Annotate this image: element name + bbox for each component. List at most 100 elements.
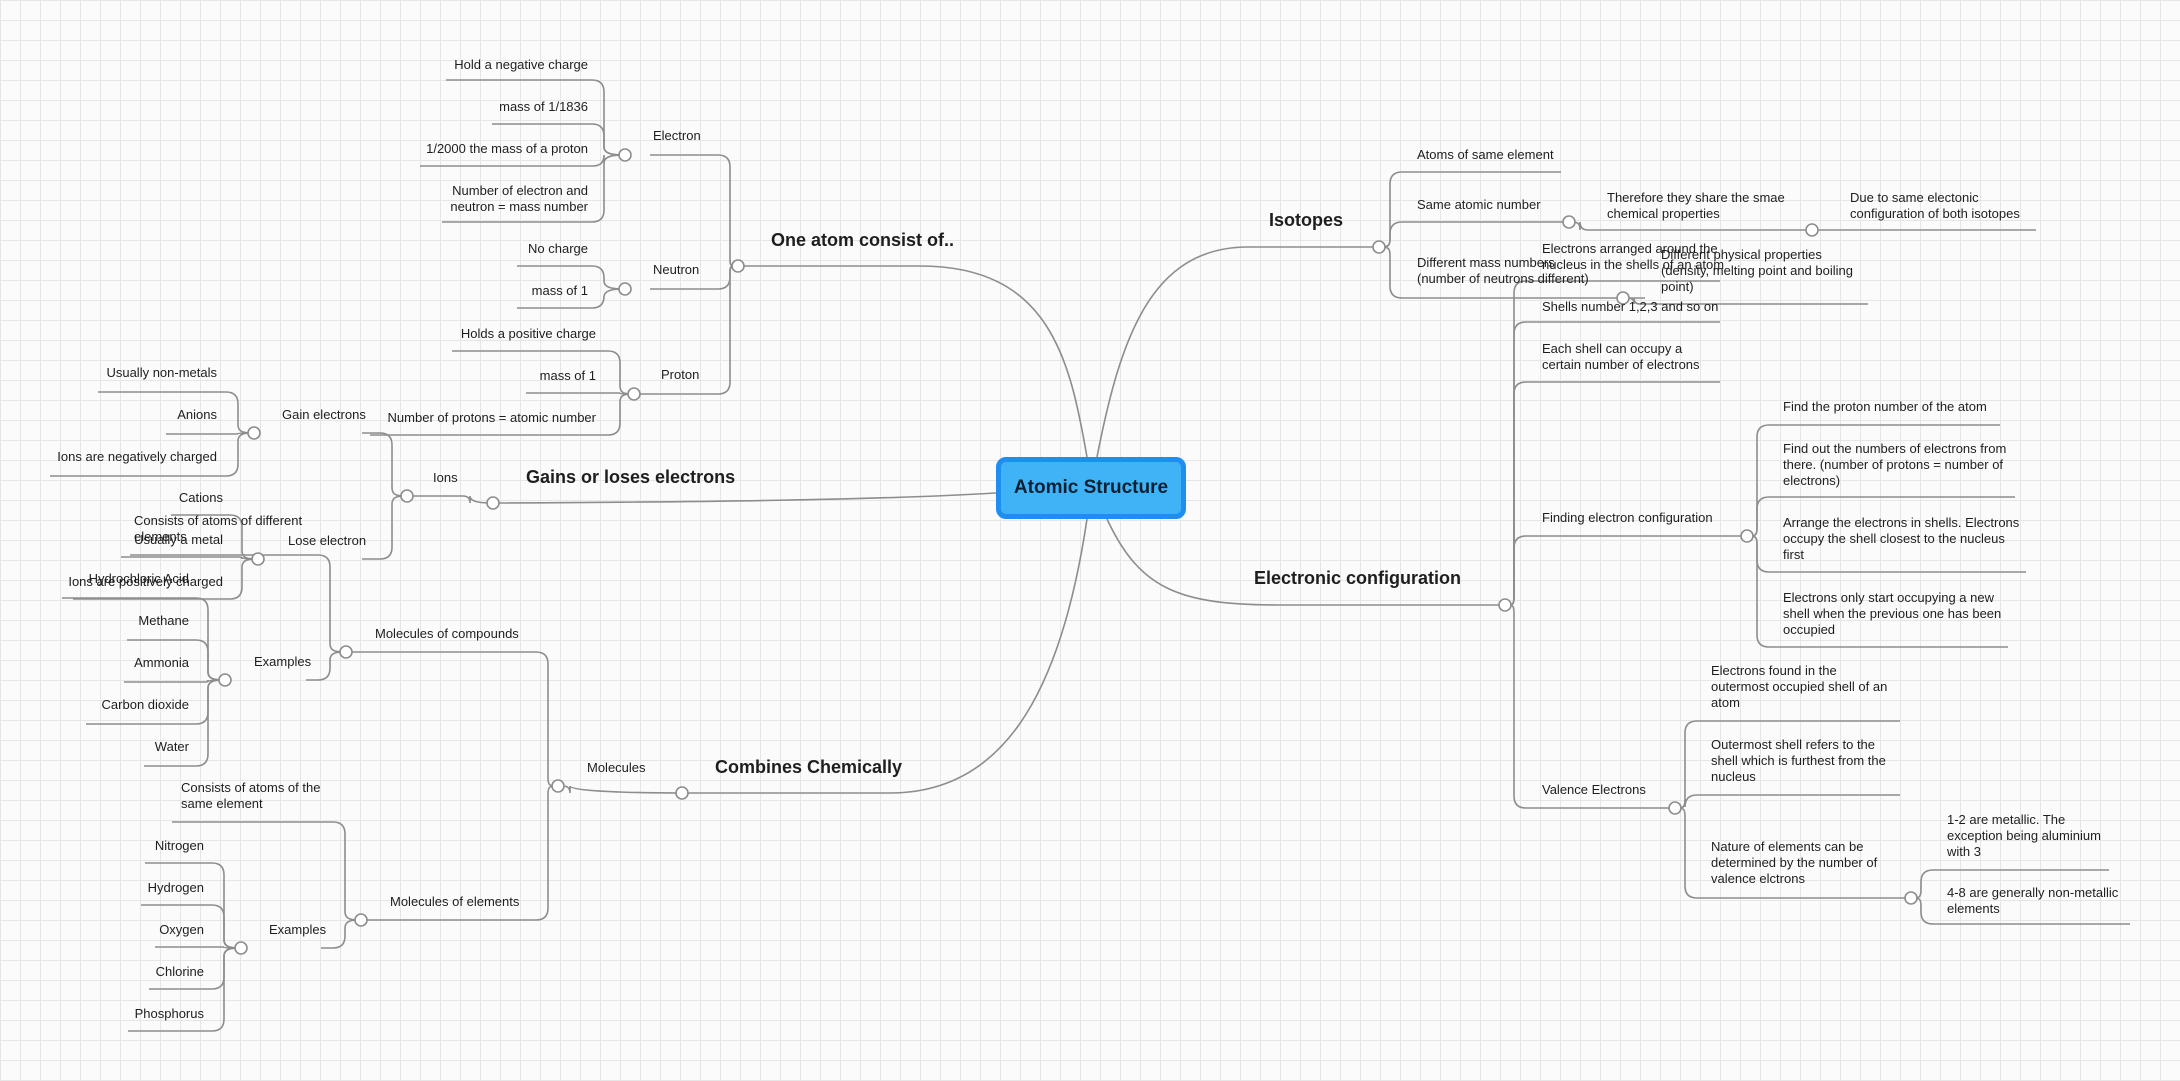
config-item[interactable]: Electrons arranged around the nucleus in… <box>1542 241 1725 272</box>
edge-chem <box>682 518 1088 794</box>
branch-isotopes-title[interactable]: Isotopes <box>1269 210 1344 230</box>
to-gain <box>362 432 408 497</box>
electron-item[interactable]: Number of electron and neutron = mass nu… <box>450 183 588 214</box>
valence-item[interactable]: Electrons found in the outermost occupie… <box>1711 663 1888 710</box>
to-electron <box>650 154 739 267</box>
branch-knob[interactable] <box>1372 240 1386 254</box>
branch-knob[interactable] <box>1668 801 1682 815</box>
branch-knob[interactable] <box>339 645 353 659</box>
lose-item[interactable]: Usually a metal <box>134 532 223 547</box>
gain-child <box>98 391 255 434</box>
neutron-label[interactable]: Neutron <box>653 262 700 277</box>
isotope-item[interactable]: Same atomic number <box>1417 197 1541 212</box>
branch-knob[interactable] <box>1562 215 1576 229</box>
branch-knob[interactable] <box>247 426 261 440</box>
compound-example[interactable]: Ammonia <box>134 655 189 670</box>
isotope-same-props-reason[interactable]: Due to same electonic configuration of b… <box>1850 190 2020 221</box>
branch-knob[interactable] <box>618 148 632 162</box>
branch-knob[interactable] <box>627 387 641 401</box>
isotope-diff-props[interactable]: Different physical properties (density, … <box>1661 247 1853 294</box>
gain-electrons-label[interactable]: Gain electrons <box>282 407 366 422</box>
valence-item[interactable]: Nature of elements can be determined by … <box>1711 839 1878 886</box>
lose-child <box>73 558 259 600</box>
branch-ions-title[interactable]: Gains or loses electrons <box>526 467 736 487</box>
isotope-same-props[interactable]: Therefore they share the smae chemical p… <box>1607 190 1785 221</box>
branch-knob[interactable] <box>251 552 265 566</box>
proton-item[interactable]: Holds a positive charge <box>460 326 596 341</box>
central-topic[interactable]: Atomic Structure <box>996 457 1186 519</box>
branch-knob[interactable] <box>1616 291 1630 305</box>
branch-knob[interactable] <box>218 673 232 687</box>
to-lose <box>362 495 408 560</box>
config-item[interactable]: Each shell can occupy a certain number o… <box>1542 341 1700 372</box>
finding-item[interactable]: Find the proton number of the atom <box>1783 399 1987 414</box>
branch-knob[interactable] <box>731 259 745 273</box>
branch-knob[interactable] <box>551 779 565 793</box>
molecules-label[interactable]: Molecules <box>587 760 646 775</box>
isotope-item[interactable]: Atoms of same element <box>1417 147 1554 162</box>
element-example[interactable]: Nitrogen <box>154 838 204 853</box>
compounds-label[interactable]: Molecules of compounds <box>375 626 519 641</box>
valence-sub-item[interactable]: 1-2 are metallic. The exception being al… <box>1947 812 2101 859</box>
to-compounds-examples <box>306 651 347 681</box>
gain-item[interactable]: Ions are negatively charged <box>57 449 217 464</box>
lose-electron-label[interactable]: Lose electron <box>288 533 367 548</box>
element-example[interactable]: Hydrogen <box>147 880 204 895</box>
valence-electrons-label[interactable]: Valence Electrons <box>1542 782 1646 797</box>
element-example[interactable]: Phosphorus <box>134 1006 204 1021</box>
electron-item[interactable]: 1/2000 the mass of a proton <box>426 141 588 156</box>
config-item[interactable]: Shells number 1,2,3 and so on <box>1542 299 1719 314</box>
compounds-desc[interactable]: Consists of atoms of different elements <box>134 513 303 544</box>
isotope-item[interactable]: Different mass numbers (number of neutro… <box>1417 255 1589 286</box>
lose-item[interactable]: Ions are positively charged <box>68 574 223 589</box>
valence-item[interactable]: Outermost shell refers to the shell whic… <box>1711 737 1886 784</box>
finding-item[interactable]: Electrons only start occupying a new she… <box>1783 590 2002 637</box>
proton-label[interactable]: Proton <box>661 367 700 382</box>
ions-label[interactable]: Ions <box>433 470 458 485</box>
to-valence <box>1504 604 1675 809</box>
elements-desc[interactable]: Consists of atoms of the same element <box>181 780 321 811</box>
proton-item[interactable]: Number of protons = atomic number <box>387 410 596 425</box>
branch-knob[interactable] <box>234 941 248 955</box>
neutron-item[interactable]: mass of 1 <box>531 283 588 298</box>
compound-example[interactable]: Carbon dioxide <box>101 697 189 712</box>
finding-config-label[interactable]: Finding electron configuration <box>1542 510 1713 525</box>
element-example[interactable]: Oxygen <box>159 922 204 937</box>
elements-examples-label[interactable]: Examples <box>269 922 327 937</box>
branch-knob[interactable] <box>486 496 500 510</box>
branch-atom-title[interactable]: One atom consist of.. <box>771 230 955 250</box>
finding-item[interactable]: Find out the numbers of electrons from t… <box>1783 441 2007 488</box>
elements-label[interactable]: Molecules of elements <box>390 894 520 909</box>
neutron-item[interactable]: No charge <box>528 241 588 256</box>
same-props-link <box>1568 221 1812 231</box>
electron-child <box>442 154 626 223</box>
gain-item[interactable]: Anions <box>177 407 217 422</box>
electron-label[interactable]: Electron <box>653 128 701 143</box>
compounds-examples-label[interactable]: Examples <box>254 654 312 669</box>
branch-knob[interactable] <box>1498 598 1512 612</box>
lose-item[interactable]: Cations <box>178 490 223 505</box>
compound-example[interactable]: Hydrochloric Acid <box>88 571 189 586</box>
compound-example[interactable]: Methane <box>138 613 189 628</box>
branch-knob[interactable] <box>1805 223 1819 237</box>
branch-knob[interactable] <box>1740 529 1754 543</box>
element-example[interactable]: Chlorine <box>155 964 204 979</box>
compound-example[interactable]: Water <box>154 739 189 754</box>
proton-child <box>526 392 635 395</box>
edge-ions <box>492 492 997 504</box>
gain-item[interactable]: Usually non-metals <box>106 365 217 380</box>
to-molecules <box>558 785 683 794</box>
branch-knob[interactable] <box>675 786 689 800</box>
electron-item[interactable]: mass of 1/1836 <box>499 99 588 114</box>
electron-item[interactable]: Hold a negative charge <box>454 57 588 72</box>
valence-sub-item[interactable]: 4-8 are generally non-metallic elements <box>1947 885 2119 916</box>
branch-knob[interactable] <box>1904 891 1918 905</box>
branch-config-title[interactable]: Electronic configuration <box>1254 568 1462 588</box>
finding-item[interactable]: Arrange the electrons in shells. Electro… <box>1783 515 2020 562</box>
branch-chem-title[interactable]: Combines Chemically <box>715 757 903 777</box>
proton-child <box>370 393 635 436</box>
proton-item[interactable]: mass of 1 <box>539 368 596 383</box>
branch-knob[interactable] <box>400 489 414 503</box>
branch-knob[interactable] <box>618 282 632 296</box>
branch-knob[interactable] <box>354 913 368 927</box>
